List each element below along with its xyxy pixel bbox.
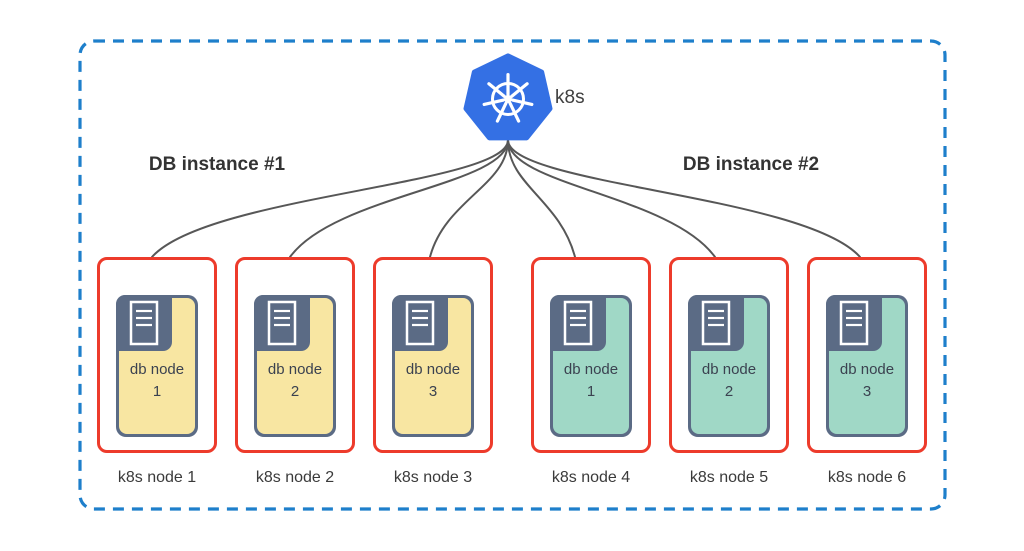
db-node-label: db node 2: [267, 361, 323, 400]
server-icon: [563, 300, 593, 346]
server-icon: [129, 300, 159, 346]
db-node-label: db node 1: [563, 361, 619, 400]
db-instance-1-label: DB instance #1: [148, 154, 286, 175]
server-icon-header: [116, 295, 172, 351]
server-icon: [405, 300, 435, 346]
server-icon-header: [392, 295, 448, 351]
k8s-node-5-label: k8s node 5: [689, 469, 769, 486]
server-icon: [701, 300, 731, 346]
k8s-node-1-label: k8s node 1: [117, 469, 197, 486]
k8s-node-box-5: db node 2: [669, 257, 789, 453]
k8s-node-3-label: k8s node 3: [393, 469, 473, 486]
server-icon-header: [688, 295, 744, 351]
db-node-label: db node 1: [129, 361, 185, 400]
server-icon-header: [826, 295, 882, 351]
k8s-node-box-4: db node 1: [531, 257, 651, 453]
db-node-label: db node 2: [701, 361, 757, 400]
db-node-shape: db node 1: [116, 295, 198, 437]
db-node-label: db node 3: [405, 361, 461, 400]
k8s-node-box-1: db node 1: [97, 257, 217, 453]
k8s-node-6-label: k8s node 6: [827, 469, 907, 486]
server-icon-header: [254, 295, 310, 351]
server-icon-header: [550, 295, 606, 351]
kubernetes-label: k8s: [555, 87, 585, 108]
k8s-node-4-label: k8s node 4: [551, 469, 631, 486]
db-node-shape: db node 3: [392, 295, 474, 437]
connector-k8s-to-node-6: [507, 139, 861, 258]
connector-k8s-to-node-1: [151, 139, 509, 258]
db-instance-2-label: DB instance #2: [682, 154, 820, 175]
cluster-dashed-border: [78, 39, 947, 511]
connector-k8s-to-node-4: [507, 139, 576, 258]
connector-k8s-to-node-5: [507, 139, 716, 258]
helm-wheel-icon: [482, 72, 534, 123]
db-node-shape: db node 2: [688, 295, 770, 437]
k8s-node-box-6: db node 3: [807, 257, 927, 453]
connector-k8s-to-node-3: [429, 139, 509, 258]
kubernetes-logo-icon: [461, 52, 555, 146]
server-icon: [839, 300, 869, 346]
connector-k8s-to-node-2: [289, 139, 509, 258]
db-node-label: db node 3: [839, 361, 895, 400]
db-node-shape: db node 3: [826, 295, 908, 437]
k8s-node-2-label: k8s node 2: [255, 469, 335, 486]
k8s-node-box-3: db node 3: [373, 257, 493, 453]
k8s-node-box-2: db node 2: [235, 257, 355, 453]
server-icon: [267, 300, 297, 346]
db-node-shape: db node 2: [254, 295, 336, 437]
db-node-shape: db node 1: [550, 295, 632, 437]
